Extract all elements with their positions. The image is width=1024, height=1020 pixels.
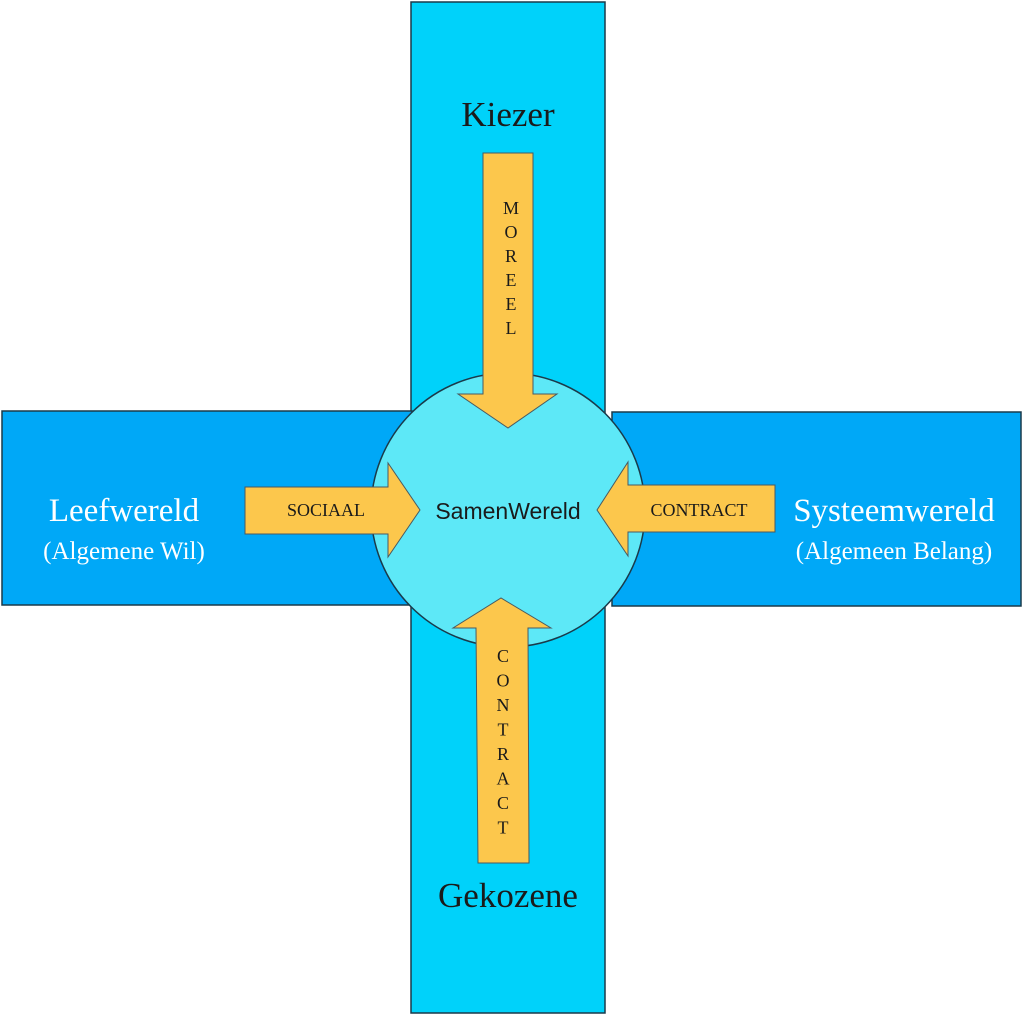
sociaal-label: SOCIAAL (287, 500, 365, 520)
kiezer-title: Kiezer (461, 95, 555, 134)
vertical-label-letter: L (506, 318, 517, 338)
vertical-label-letter: T (498, 818, 509, 838)
vertical-label-letter: M (503, 198, 519, 218)
gekozene-title: Gekozene (438, 876, 578, 915)
systeemwereld-subtitle: (Algemeen Belang) (796, 538, 992, 565)
contract-label-horizontal: CONTRACT (650, 500, 747, 520)
vertical-label-letter: E (506, 270, 517, 290)
contract-arrow-horizontal (596, 460, 776, 558)
vertical-label-letter: C (497, 793, 509, 813)
samenwereld-label: SamenWereld (435, 498, 580, 524)
vertical-label-letter: O (505, 222, 518, 242)
sociaal-arrow (244, 461, 421, 559)
leefwereld-subtitle: (Algemene Wil) (43, 538, 205, 565)
leefwereld-title: Leefwereld (49, 493, 200, 529)
vertical-label-letter: R (497, 744, 509, 764)
contract-label-vertical: CONTRACT (497, 646, 510, 838)
moreel-arrow (456, 152, 559, 429)
contract-arrow-vertical (451, 597, 553, 864)
vertical-label-letter: A (497, 769, 510, 789)
vertical-label-letter: N (497, 695, 510, 715)
systeemwereld-title: Systeemwereld (793, 493, 995, 529)
vertical-label-letter: T (498, 720, 509, 740)
vertical-label-letter: O (497, 671, 510, 691)
vertical-label-letter: R (505, 246, 517, 266)
vertical-label-letter: C (497, 646, 509, 666)
vertical-label-letter: E (506, 294, 517, 314)
